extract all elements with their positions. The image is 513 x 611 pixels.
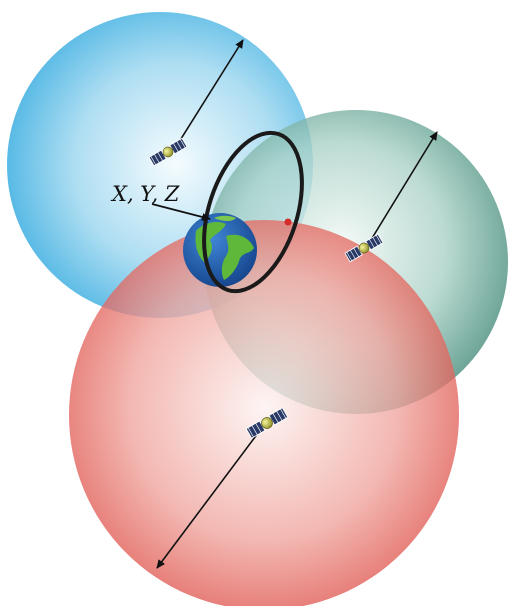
earth-icon xyxy=(183,213,257,287)
red-range-arrow xyxy=(156,424,265,569)
orbit-position-point xyxy=(284,218,292,226)
coordinate-pointer-arrow xyxy=(151,203,211,221)
coordinates-label: X, Y, Z xyxy=(112,182,180,206)
red-range-sphere xyxy=(69,220,459,610)
blue-range-arrow xyxy=(173,39,244,151)
orbit-ring xyxy=(202,130,304,294)
teal-range-arrow xyxy=(365,131,438,249)
